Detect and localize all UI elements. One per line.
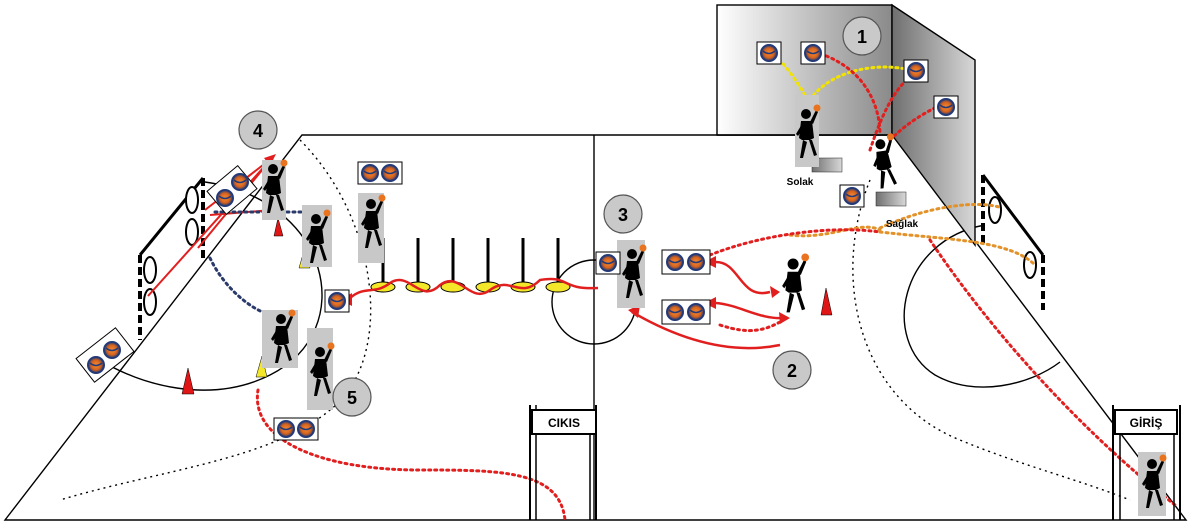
entry-label: GİRİŞ bbox=[1130, 415, 1163, 430]
station-badge-4: 4 bbox=[238, 110, 278, 150]
station-number-2: 2 bbox=[787, 361, 797, 381]
entry-door[interactable] bbox=[1112, 405, 1181, 520]
exit-label: CIKIS bbox=[548, 416, 580, 430]
players bbox=[262, 95, 1167, 516]
left-goal bbox=[138, 177, 205, 340]
station-badge-3: 3 bbox=[603, 194, 643, 234]
left-handed-label: Solak bbox=[787, 177, 814, 188]
slalom-poles bbox=[370, 238, 571, 293]
station-badge-5: 5 bbox=[332, 377, 372, 417]
station-number-4: 4 bbox=[253, 121, 263, 141]
station-number-3: 3 bbox=[618, 205, 628, 225]
station-badge-1: 1 bbox=[842, 16, 882, 56]
dotted-paths bbox=[208, 48, 1177, 522]
station-number-5: 5 bbox=[347, 388, 357, 408]
balls bbox=[75, 41, 959, 441]
right-handed-label: Sağlak bbox=[886, 219, 919, 230]
exit-door[interactable] bbox=[529, 405, 597, 520]
right-goal bbox=[981, 174, 1045, 310]
station-badge-2: 2 bbox=[772, 350, 812, 390]
station-badges: 1 2 3 4 5 bbox=[238, 16, 882, 417]
station-number-1: 1 bbox=[857, 27, 867, 47]
